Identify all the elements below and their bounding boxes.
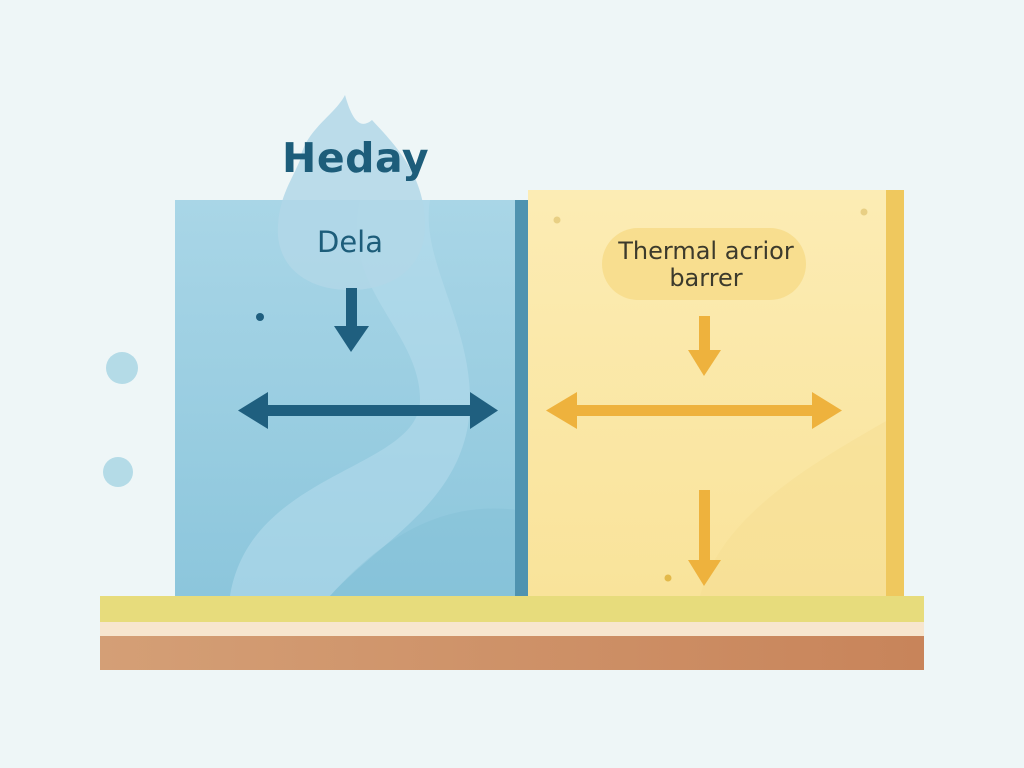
label-bubble [602, 228, 806, 300]
right-panel-label-line1: Thermal acrior [618, 237, 794, 265]
left-panel-label: Dela [317, 225, 384, 259]
right-panel-label-line2: barrer [669, 264, 743, 292]
decor-dot [256, 313, 264, 321]
decor-dot [103, 457, 133, 487]
decor-dot [664, 574, 672, 582]
yellow-bottom-arrow [688, 490, 721, 586]
decor-dot [860, 208, 868, 216]
yellow-horizontal-arrow [546, 392, 842, 429]
decor-dot [106, 352, 138, 384]
diagram-title: Heday [282, 134, 430, 182]
blue-horizontal-arrow [238, 392, 498, 429]
yellow-down-arrow [688, 316, 721, 376]
base-layers [100, 596, 924, 670]
right-panel-label: Thermal acrior barrer [606, 238, 806, 292]
flame-shape [277, 95, 425, 290]
blue-down-arrow [334, 288, 369, 352]
decor-dot [553, 216, 561, 224]
